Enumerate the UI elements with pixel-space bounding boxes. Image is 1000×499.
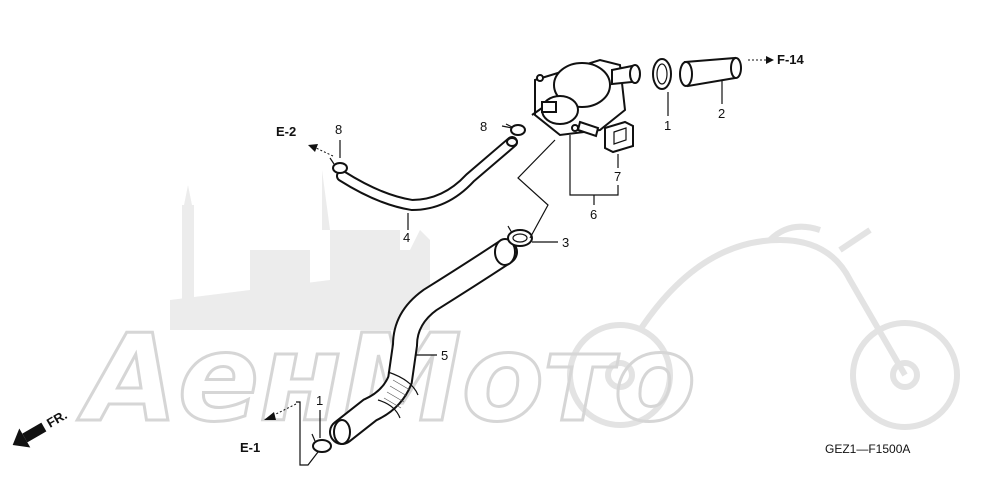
callout-8-left: 8 [335,122,342,137]
hose-end-lower [333,419,351,445]
part-2-joint-pipe [679,56,742,88]
callout-3: 3 [562,235,569,250]
hose-end [506,137,518,147]
part-1-clamp-bottom [311,433,332,453]
watermark: АенМото [76,60,960,451]
watermark-city-silhouette [170,60,430,330]
part-1-oring [652,58,672,90]
hose-texture [383,379,411,409]
callout-4: 4 [403,230,410,245]
ref-f14: F-14 [777,52,805,67]
hose-end-upper [494,238,516,266]
callout-1-bottom: 1 [316,393,323,408]
callout-8-mid: 8 [480,119,487,134]
watermark-motorcycle [567,223,960,430]
part-8-clamp-mid [505,123,526,136]
leader-lines [296,80,723,466]
drawing-code: GEZ1—F1500A [825,442,910,456]
valve-outlet [611,64,633,86]
callout-1-top: 1 [664,118,671,133]
ref-e1: E-1 [240,440,260,455]
part-4-hose [336,136,518,212]
part-6-valve [531,58,641,138]
callout-5: 5 [441,348,448,363]
callout-2: 2 [718,106,725,121]
callout-7: 7 [614,169,621,184]
part-5-hose [329,238,518,445]
arrow-icon [766,56,774,64]
fr-label: FR. [44,407,70,430]
callout-6: 6 [590,207,597,222]
ref-e2: E-2 [276,124,296,139]
part-7-rubber-mount [604,120,634,154]
front-direction-indicator: FR. [12,407,70,448]
part-8-clamp-left [329,157,348,174]
part-3-clamp [507,225,533,247]
fr-arrow-icon [12,422,47,448]
arrow-icon [264,412,276,420]
reference-arrows [264,56,774,420]
arrow-icon [308,144,318,152]
